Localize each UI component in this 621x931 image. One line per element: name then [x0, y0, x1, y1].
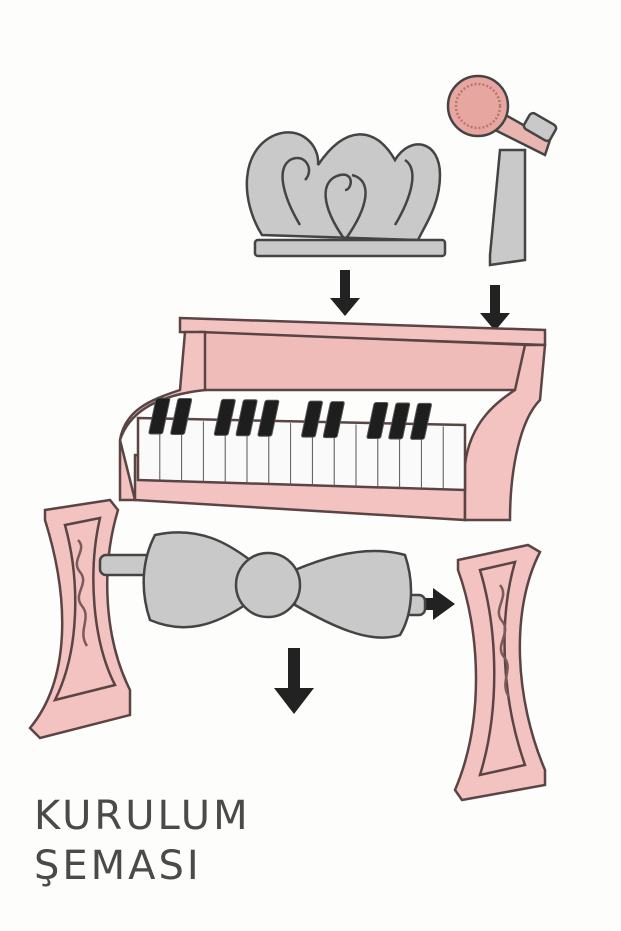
black-key [235, 399, 258, 437]
black-key [322, 401, 345, 439]
bench-leg-right [453, 543, 547, 802]
black-key [366, 402, 389, 439]
black-key [410, 402, 432, 440]
toy-piano [118, 316, 547, 522]
black-key [301, 400, 323, 438]
title-line-2: ŞEMASI [34, 843, 202, 889]
bench-seat [98, 531, 427, 639]
black-key [213, 398, 236, 436]
black-key [148, 397, 171, 435]
black-key [388, 402, 411, 440]
black-key [257, 399, 280, 437]
bench-leg-left [28, 498, 132, 740]
music-stand [245, 131, 447, 258]
arrow-down-icons [274, 270, 510, 714]
black-key [170, 397, 193, 435]
piano-keys [148, 397, 444, 490]
title-line-1: KURULUM [34, 793, 251, 839]
microphone [446, 74, 558, 267]
